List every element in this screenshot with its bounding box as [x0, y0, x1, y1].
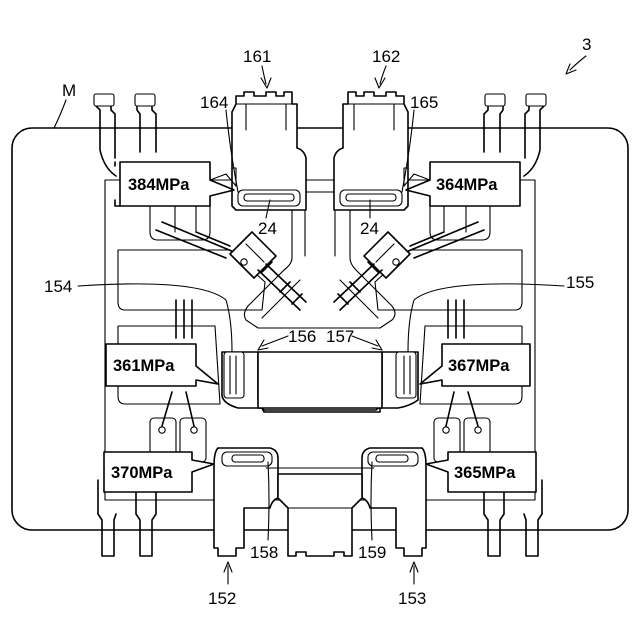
label-m: M — [62, 81, 76, 100]
ref-164: 164 — [200, 93, 228, 112]
ref-159: 159 — [358, 543, 386, 562]
center-chip — [222, 352, 418, 412]
callout-367-text: 367MPa — [448, 357, 510, 375]
ref-158: 158 — [250, 543, 278, 562]
callout-384: 384MPa — [115, 162, 236, 206]
callout-361: 361MPa — [106, 344, 218, 386]
callout-365-text: 365MPa — [454, 464, 516, 482]
ref-24-right: 24 — [360, 219, 379, 238]
terminal-162 — [334, 92, 408, 210]
ref-152: 152 — [208, 589, 236, 608]
callout-361-text: 361MPa — [113, 357, 175, 375]
terminal-161 — [232, 92, 306, 210]
callout-364: 364MPa — [404, 162, 520, 206]
ref-161: 161 — [243, 47, 271, 66]
ref-157: 157 — [326, 327, 354, 346]
ref-162: 162 — [372, 47, 400, 66]
callout-364-text: 364MPa — [436, 176, 498, 194]
left-mid-pins — [176, 300, 192, 338]
ref-165: 165 — [410, 93, 438, 112]
figure-number: 3 — [582, 35, 591, 54]
callout-384-text: 384MPa — [128, 176, 190, 194]
ref-153: 153 — [398, 589, 426, 608]
ref-155: 155 — [566, 273, 594, 292]
ref-154: 154 — [44, 277, 72, 296]
right-mid-pins — [448, 300, 464, 338]
ref-156: 156 — [288, 327, 316, 346]
callout-367: 367MPa — [420, 344, 530, 386]
callout-370-text: 370MPa — [111, 464, 173, 482]
ref-24-left: 24 — [258, 219, 277, 238]
